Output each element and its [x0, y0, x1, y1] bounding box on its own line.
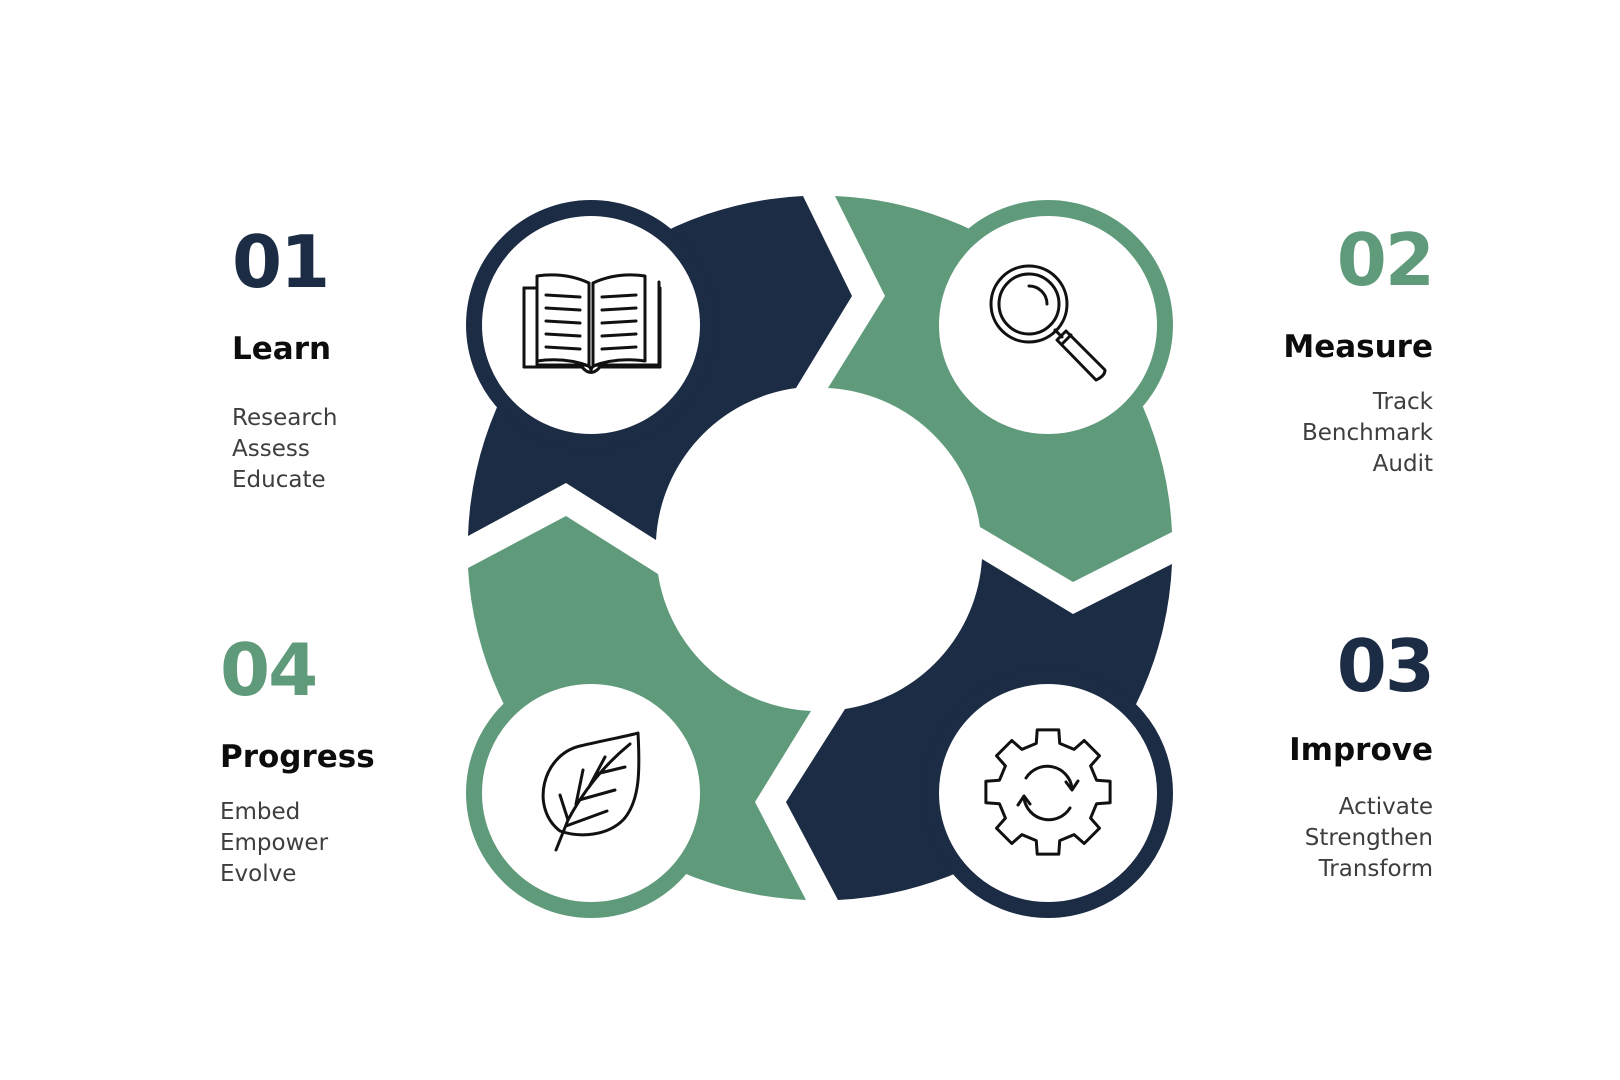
step-title: Measure — [1283, 329, 1433, 365]
icon-circle-improve — [923, 668, 1173, 918]
step-03: 03 Improve Activate Strengthen Transform — [1289, 624, 1435, 885]
step-item: Track — [1372, 389, 1433, 415]
step-item: Activate — [1338, 794, 1433, 820]
step-number: 01 — [232, 220, 330, 304]
gear-refresh-icon — [984, 728, 1112, 856]
icon-circle-measure — [923, 200, 1173, 450]
step-item: Research — [232, 405, 338, 431]
step-number: 03 — [1336, 624, 1435, 708]
open-book-icon — [522, 273, 662, 374]
step-item: Audit — [1372, 451, 1433, 477]
step-title: Improve — [1289, 732, 1433, 768]
step-title: Progress — [220, 739, 375, 775]
magnifying-glass-icon — [989, 264, 1107, 382]
icon-circle-learn — [466, 200, 716, 450]
step-02: 02 Measure Track Benchmark Audit — [1283, 218, 1435, 480]
step-number: 02 — [1336, 218, 1435, 302]
step-item: Empower — [220, 830, 329, 856]
step-item: Embed — [220, 799, 301, 825]
step-04: 04 Progress Embed Empower Evolve — [220, 634, 375, 890]
step-item: Transform — [1318, 856, 1433, 882]
step-title: Learn — [232, 331, 332, 367]
step-number: 04 — [220, 628, 318, 712]
step-item: Assess — [232, 436, 310, 462]
step-item: Strengthen — [1304, 825, 1433, 851]
leaf-icon — [541, 731, 641, 852]
icon-circle-progress — [466, 668, 716, 918]
step-item: Benchmark — [1301, 420, 1433, 446]
step-01: 01 Learn Research Assess Educate — [232, 226, 338, 496]
step-item: Educate — [232, 467, 326, 493]
step-item: Evolve — [220, 861, 297, 887]
